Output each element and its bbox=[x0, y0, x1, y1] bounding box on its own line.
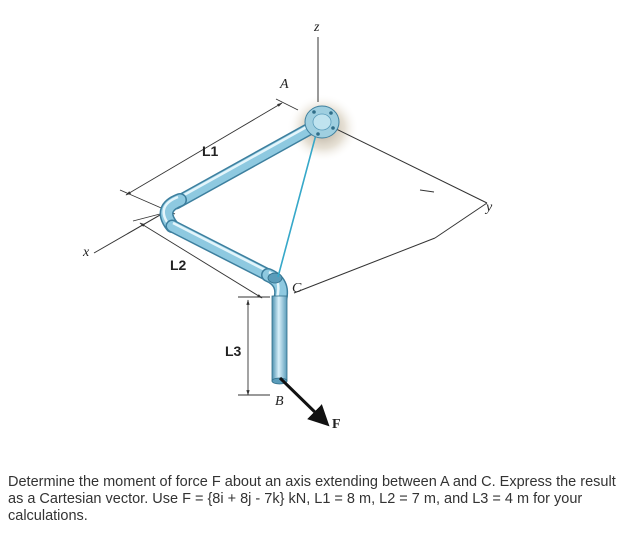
dimension-label-L1: L1 bbox=[202, 143, 219, 159]
problem-text: Determine the moment of force F about an… bbox=[8, 474, 616, 524]
axis-label-y: y bbox=[484, 200, 493, 215]
pipe-segment-1 bbox=[169, 120, 320, 210]
dimension-L3 bbox=[238, 299, 270, 396]
point-label-B: B bbox=[275, 394, 284, 409]
floor-line-3 bbox=[419, 189, 435, 193]
flange-A bbox=[304, 105, 340, 139]
y-axis bbox=[325, 123, 488, 204]
point-label-A: A bbox=[279, 77, 289, 92]
pipe-segment-2 bbox=[165, 219, 277, 283]
cable-A-C bbox=[277, 126, 319, 278]
force-F-arrow bbox=[278, 376, 330, 427]
dimension-label-L2: L2 bbox=[170, 257, 187, 273]
pipe-assembly-diagram: z y x A C B F L1 L2 L3 bbox=[82, 20, 493, 432]
floor-line-2 bbox=[293, 237, 436, 294]
dimension-label-L3: L3 bbox=[225, 343, 242, 359]
force-label-F: F bbox=[332, 417, 341, 432]
point-label-C: C bbox=[292, 281, 302, 296]
problem-statement: Determine the moment of force F about an… bbox=[8, 474, 624, 525]
axis-label-z: z bbox=[313, 20, 320, 35]
axis-label-x: x bbox=[82, 245, 90, 260]
coordinate-axes bbox=[93, 37, 488, 294]
dimension-L2 bbox=[132, 213, 270, 299]
floor-line-1 bbox=[434, 202, 488, 239]
pipe-segment-3 bbox=[271, 295, 288, 385]
